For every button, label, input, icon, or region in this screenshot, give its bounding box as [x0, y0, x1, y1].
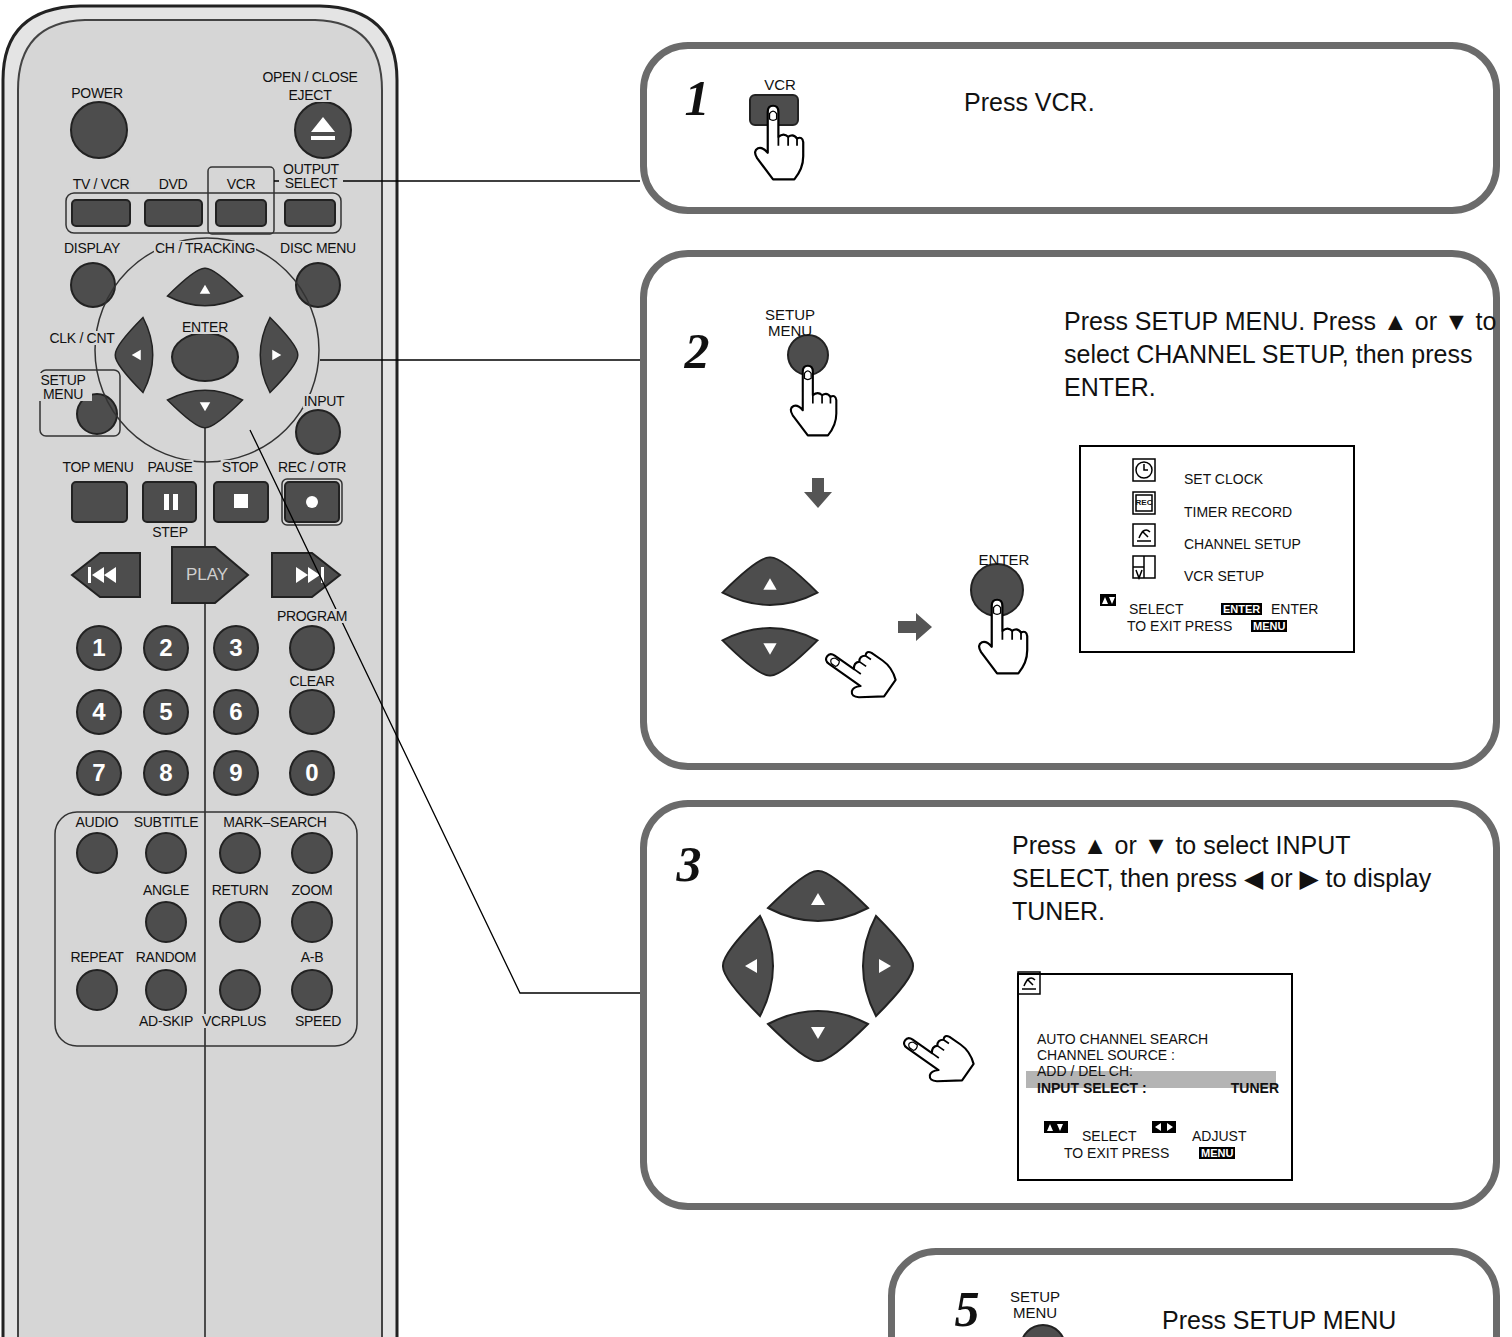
button-label: TV / VCR [72, 177, 131, 191]
leader-line [250, 430, 640, 993]
step-panel: 3 Press ▲ or ▼ to select INPUT SELECT, th… [640, 800, 1500, 1210]
menu-item: CHANNEL SOURCE : [1037, 1047, 1175, 1063]
menu-item: TUNER [1231, 1080, 1279, 1096]
instruction-text: Press SETUP MENU [1162, 1304, 1396, 1337]
button-label: AUDIO [75, 815, 120, 829]
button-digit: 0 [305, 759, 318, 787]
button-label: STEP [151, 525, 188, 539]
menu-item: ENTER [1271, 601, 1318, 617]
step-number: 3 [677, 836, 702, 894]
button-label: VCR [764, 77, 796, 93]
button-label: PROGRAM [276, 609, 348, 623]
button-label: INPUT [303, 394, 346, 408]
number-button: 5 [143, 689, 189, 735]
menu-key: MENU [1251, 620, 1287, 632]
button-label: A-B [300, 950, 324, 964]
button-label: MARK–SEARCH [222, 815, 327, 829]
menu-item: ADJUST [1192, 1128, 1246, 1144]
step-number: 5 [955, 1281, 980, 1337]
menu-screen: AUTO CHANNEL SEARCHCHANNEL SOURCE :ADD /… [1017, 973, 1293, 1181]
menu-item: TIMER RECORD [1184, 504, 1292, 520]
button-label: EJECT [288, 88, 333, 102]
step-panel: 1 VCR Press VCR. [640, 42, 1500, 214]
number-button: 0 [289, 750, 335, 796]
button-label: ZOOM [291, 883, 334, 897]
button-digit: 1 [92, 634, 105, 662]
button-digit: 7 [92, 759, 105, 787]
button-label: PLAY [186, 565, 228, 585]
button-label: STOP [221, 460, 260, 474]
button-label: RANDOM [135, 950, 197, 964]
menu-screen: SET CLOCK TIMER RECORD CHANNEL SETUP VCR SE… [1079, 445, 1355, 653]
step-number: 2 [685, 323, 710, 381]
step-panel: 5 SETUP MENU Press SETUP MENU [888, 1248, 1500, 1337]
button-label: TOP MENU [62, 460, 135, 474]
button-label: DISC MENU [279, 241, 357, 255]
menu-item: ADD / DEL CH: [1037, 1063, 1133, 1079]
menu-key: MENU [1199, 1147, 1235, 1159]
menu-item: VCR SETUP [1184, 568, 1264, 584]
button-label: RETURN [211, 883, 270, 897]
step-panel: 2SETUP MENUENTERPress SETUP MENU. Press … [640, 250, 1500, 770]
button-digit: 8 [159, 759, 172, 787]
number-button: 8 [143, 750, 189, 796]
number-button: 1 [76, 625, 122, 671]
menu-item: INPUT SELECT : [1037, 1080, 1147, 1096]
button-label: ENTER [979, 552, 1030, 568]
button-label: ANGLE [142, 883, 190, 897]
button-label: OUTPUT SELECT [279, 162, 343, 190]
play-button: PLAY [172, 547, 248, 603]
number-button: 2 [143, 625, 189, 671]
button-digit: 6 [229, 698, 242, 726]
button-label: DVD [158, 177, 189, 191]
menu-item: AUTO CHANNEL SEARCH [1037, 1031, 1208, 1047]
step-number: 1 [685, 70, 710, 128]
button-digit: 4 [92, 698, 105, 726]
button-label: AD-SKIP [138, 1014, 194, 1028]
button-label: POWER [70, 86, 123, 100]
button-label: CLEAR [288, 674, 335, 688]
menu-item: SET CLOCK [1184, 471, 1263, 487]
button-label: REPEAT [69, 950, 124, 964]
button-digit: 3 [229, 634, 242, 662]
instruction-text: Press VCR. [964, 86, 1095, 119]
menu-item: TO EXIT PRESS [1064, 1145, 1169, 1161]
button-label: CH / TRACKING [154, 241, 256, 255]
number-button: 6 [213, 689, 259, 735]
remote-control: POWER OPEN / CLOSE EJECT TV / VCR DVD VCR OUTP… [0, 0, 400, 1337]
menu-item: CHANNEL SETUP [1184, 536, 1301, 552]
leader-line [320, 359, 640, 360]
button-label: REC / OTR [277, 460, 347, 474]
number-button: 3 [213, 625, 259, 671]
button-label: SETUP MENU [760, 307, 820, 339]
button-label: SETUP MENU [34, 373, 92, 401]
menu-key: ENTER [1221, 603, 1262, 615]
number-button: 7 [76, 750, 122, 796]
number-button: 4 [76, 689, 122, 735]
button-label: CLK / CNT [49, 331, 116, 345]
instruction-text: Press SETUP MENU. Press ▲ or ▼ to select… [1064, 305, 1509, 404]
menu-item: SELECT [1082, 1128, 1136, 1144]
menu-item: SELECT [1129, 601, 1183, 617]
button-label: VCR [226, 177, 257, 191]
button-digit: 9 [229, 759, 242, 787]
button-label: SETUP MENU [1005, 1289, 1065, 1321]
icon-label: REC [1136, 498, 1153, 507]
number-button: 9 [213, 750, 259, 796]
button-label: SUBTITLE [133, 815, 200, 829]
button-digit: 2 [159, 634, 172, 662]
instruction-text: Press ▲ or ▼ to select INPUT SELECT, the… [1012, 829, 1452, 928]
button-label: SPEED [294, 1014, 342, 1028]
button-digit: 5 [159, 698, 172, 726]
button-label: ENTER [181, 320, 229, 334]
menu-item: TO EXIT PRESS [1127, 618, 1232, 634]
button-label: OPEN / CLOSE [261, 70, 358, 84]
button-label: PAUSE [147, 460, 194, 474]
button-label: VCRPLUS [201, 1014, 267, 1028]
button-label: DISPLAY [63, 241, 121, 255]
